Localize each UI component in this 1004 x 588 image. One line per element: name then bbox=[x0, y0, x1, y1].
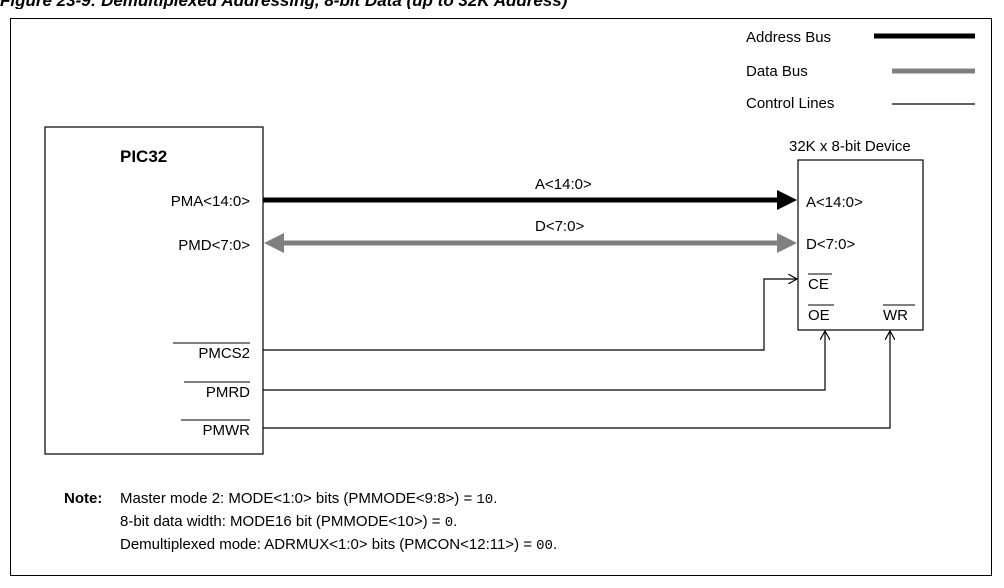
legend-address-bus-label: Address Bus bbox=[746, 29, 831, 46]
legend-data-bus-label: Data Bus bbox=[746, 63, 808, 80]
note-line-1-code: 10 bbox=[476, 492, 494, 508]
pic32-pmrd-label: PMRD bbox=[206, 384, 250, 401]
note-line-1: Note: Master mode 2: MODE<1:0> bits (PMMO… bbox=[64, 488, 557, 511]
device-wr-label: WR bbox=[883, 307, 908, 324]
note-line-1-period: . bbox=[493, 490, 498, 507]
device-oe-label: OE bbox=[808, 307, 830, 324]
note-line-2-code: 0 bbox=[444, 515, 454, 531]
note-line-1-text: Master mode 2: MODE<1:0> bits (PMMODE<9:… bbox=[120, 490, 477, 507]
figure-heading: Figure 23-9: Demultiplexed Addressing, 8… bbox=[0, 0, 1004, 9]
data-bus-arrowhead-right bbox=[777, 233, 797, 253]
pmcs2-to-ce-line bbox=[263, 279, 797, 351]
data-bus-arrowhead-left bbox=[264, 233, 284, 253]
pic32-pma-label: PMA<14:0> bbox=[171, 193, 250, 210]
note-line-2: 8-bit data width: MODE16 bit (PMMODE<10>… bbox=[64, 511, 557, 534]
address-bus-label: A<14:0> bbox=[535, 176, 592, 193]
pic32-box bbox=[44, 126, 264, 455]
device-ce-label: CE bbox=[808, 276, 829, 293]
pmrd-to-oe-line bbox=[263, 331, 825, 391]
device-addr-label: A<14:0> bbox=[806, 194, 863, 211]
note-line-3-period: . bbox=[552, 536, 558, 553]
device-data-label: D<7:0> bbox=[806, 236, 855, 253]
data-bus-label: D<7:0> bbox=[535, 218, 584, 235]
pic32-title: PIC32 bbox=[120, 147, 167, 166]
pic32-pmcs2-label: PMCS2 bbox=[198, 345, 250, 362]
legend-control-lines-label: Control Lines bbox=[746, 95, 834, 112]
pic32-pmwr-label: PMWR bbox=[203, 422, 251, 439]
device-box bbox=[797, 159, 924, 331]
note-line-3-code: 00 bbox=[536, 538, 553, 554]
device-title: 32K x 8-bit Device bbox=[789, 138, 911, 155]
note-line-3: Demultiplexed mode: ADRMUX<1:0> bits (PM… bbox=[64, 534, 557, 557]
note-block: Note: Master mode 2: MODE<1:0> bits (PMMO… bbox=[64, 488, 557, 557]
figure-frame bbox=[10, 18, 992, 576]
pmwr-to-wr-line bbox=[263, 331, 890, 429]
note-line-2-text: 8-bit data width: MODE16 bit (PMMODE<10>… bbox=[120, 513, 445, 530]
pic32-pmd-label: PMD<7:0> bbox=[178, 237, 250, 254]
note-line-3-text: Demultiplexed mode: ADRMUX<1:0> bits (PM… bbox=[120, 536, 537, 553]
note-label: Note: bbox=[64, 490, 103, 507]
note-line-2-period: . bbox=[453, 513, 458, 530]
address-bus-arrowhead bbox=[777, 190, 797, 210]
